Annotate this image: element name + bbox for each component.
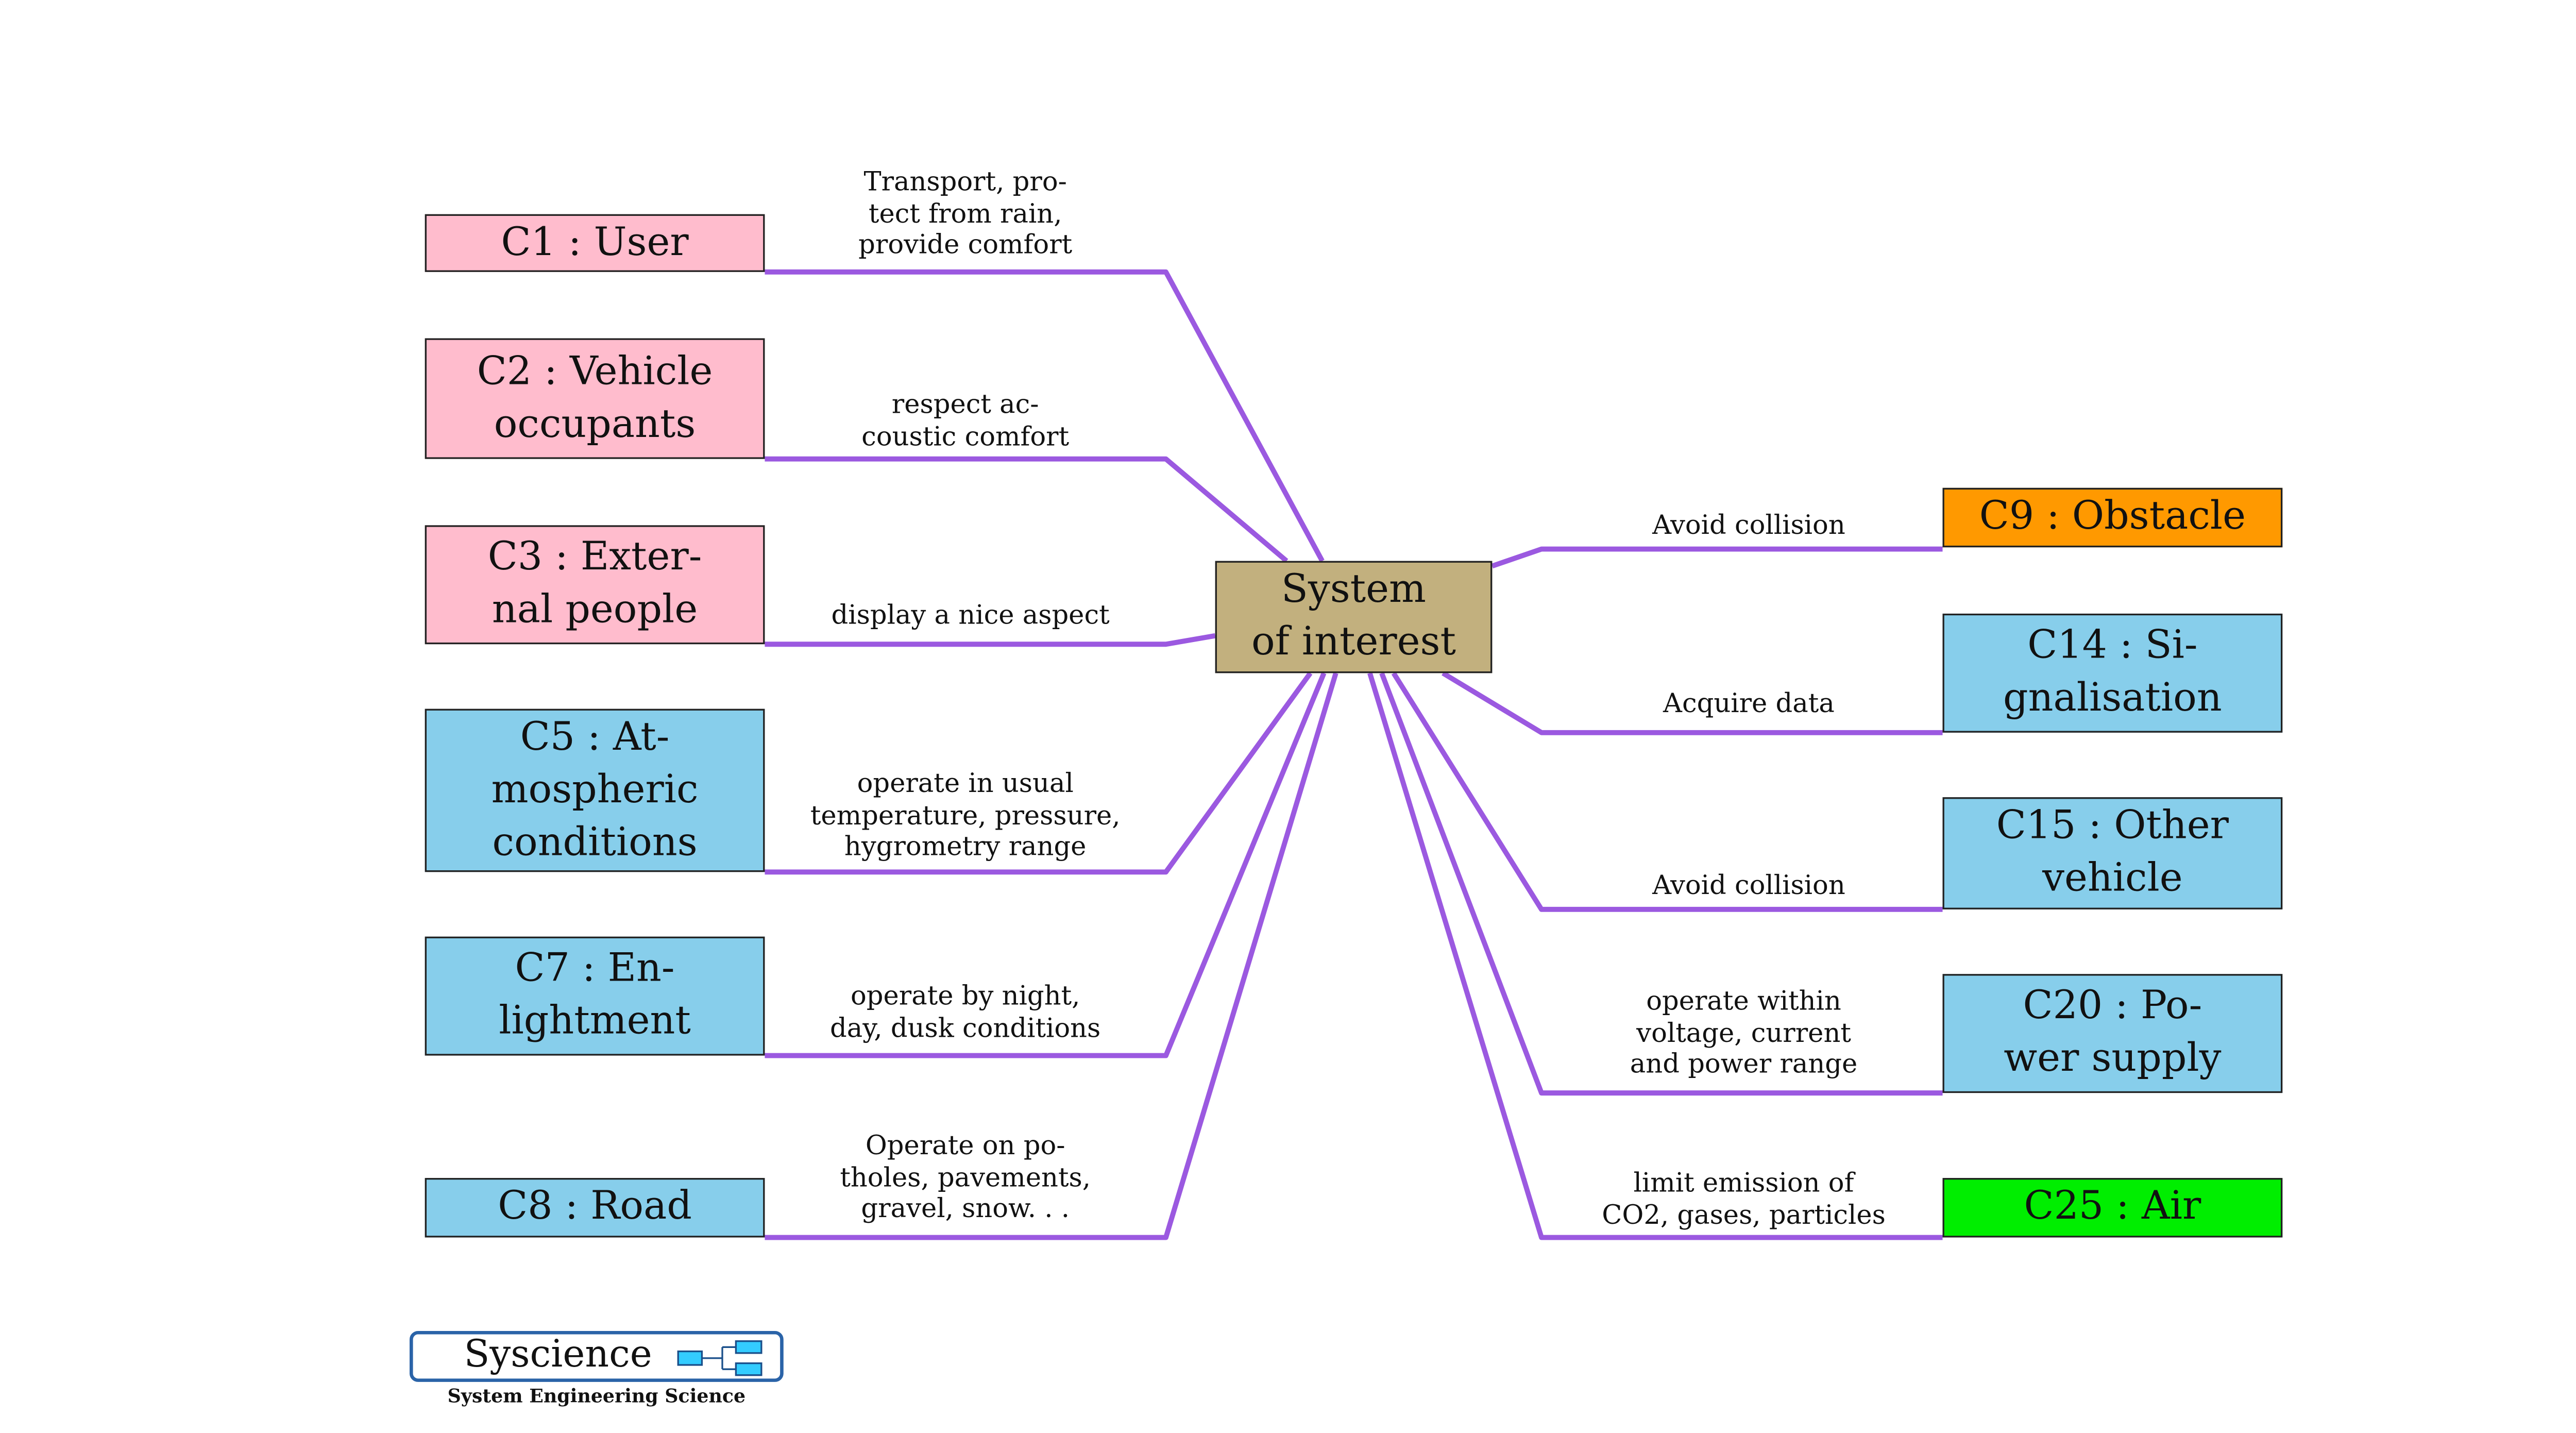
interaction-label-c5-line: hygrometry range: [844, 831, 1087, 862]
node-c3-label-line: nal people: [492, 588, 698, 633]
node-c7-label: C7 : En-lightment: [499, 943, 691, 1049]
interaction-label-c15: Avoid collision: [1545, 870, 1953, 902]
node-c9-label-line: C9 : Obstacle: [1979, 494, 2246, 539]
node-c20: C20 : Po-wer supply: [1942, 974, 2283, 1093]
interaction-label-c5-line: temperature, pressure,: [810, 800, 1121, 831]
interaction-label-c8: Operate on po-tholes, pavements,gravel, …: [761, 1131, 1170, 1225]
node-c20-label: C20 : Po-wer supply: [2004, 981, 2221, 1086]
connector-c9: [1491, 546, 1943, 569]
node-c2: C2 : Vehicle occupants: [425, 338, 765, 459]
interaction-label-c7-line: operate by night,: [850, 981, 1080, 1011]
node-c3-label: C3 : Exter-nal people: [488, 532, 702, 638]
connector-c5: [765, 671, 1313, 875]
interaction-label-c8-line: tholes, pavements,: [840, 1161, 1091, 1193]
interaction-label-c14-line: Acquire data: [1663, 688, 1835, 719]
node-c8: C8 : Road: [425, 1178, 765, 1238]
interaction-label-c14: Acquire data: [1545, 688, 1953, 720]
interaction-label-c7: operate by night,day, dusk conditions: [761, 981, 1170, 1043]
logo-name: Syscience: [464, 1334, 652, 1377]
interaction-label-c15-line: Avoid collision: [1652, 870, 1845, 901]
logo-tagline: System Engineering Science: [447, 1385, 746, 1408]
connector-c15: [1391, 671, 1943, 912]
node-c5-label-line: C5 : At-: [520, 715, 670, 759]
center-label-line: System: [1281, 567, 1427, 612]
node-c14-label: C14 : Si-gnalisation: [2003, 620, 2222, 726]
node-c14: C14 : Si-gnalisation: [1942, 613, 2283, 733]
node-c7-label-line: lightment: [499, 999, 691, 1044]
connector-c2: [765, 456, 1289, 563]
node-c3: C3 : Exter-nal people: [425, 525, 765, 645]
node-c9-label: C9 : Obstacle: [1979, 491, 2246, 544]
interaction-label-c2-line: respect ac-: [891, 389, 1039, 420]
node-c1: C1 : User: [425, 214, 765, 272]
node-c2-label: C2 : Vehicle occupants: [477, 346, 713, 451]
node-c5: C5 : At-mospheric conditions: [425, 709, 765, 872]
node-c8-label: C8 : Road: [498, 1182, 692, 1234]
node-c15: C15 : Other vehicle: [1942, 797, 2283, 909]
interaction-label-c9: Avoid collision: [1545, 510, 1953, 542]
node-c20-label-line: C20 : Po-: [2023, 984, 2202, 1029]
interaction-label-c2: respect ac-coustic comfort: [761, 389, 1170, 452]
node-c8-label-line: C8 : Road: [498, 1185, 692, 1229]
interaction-label-c25-line: CO2, gases, particles: [1602, 1199, 1886, 1230]
system-of-interest-label: System of interest: [1251, 564, 1456, 670]
node-c7-label-line: C7 : En-: [515, 947, 675, 991]
interaction-label-c3: display a nice aspect: [767, 600, 1175, 631]
interaction-label-c20-line: operate within: [1646, 986, 1841, 1017]
connector-c7: [765, 672, 1327, 1058]
interaction-label-c1-line: provide comfort: [858, 229, 1073, 260]
interaction-label-c2-line: coustic comfort: [861, 420, 1070, 451]
node-c15-label-line: vehicle: [2042, 856, 2183, 901]
interaction-label-c5-line: operate in usual: [857, 768, 1074, 799]
interaction-label-c7-line: day, dusk conditions: [830, 1012, 1101, 1043]
node-c5-label-line: conditions: [492, 820, 698, 865]
connector-c3: [765, 633, 1216, 647]
interaction-label-c1: Transport, pro-tect from rain,provide co…: [761, 166, 1170, 261]
node-c15-label-line: C15 : Other: [1996, 804, 2229, 849]
node-c7: C7 : En-lightment: [425, 936, 765, 1056]
node-c25-label-line: C25 : Air: [2024, 1185, 2201, 1229]
node-c3-label-line: C3 : Exter-: [487, 535, 702, 580]
node-c14-label-line: C14 : Si-: [2027, 623, 2198, 668]
block-diagram-icon: [677, 1340, 762, 1376]
node-c9: C9 : Obstacle: [1942, 487, 2283, 548]
interaction-label-c3-line: display a nice aspect: [831, 600, 1110, 631]
node-c15-label: C15 : Other vehicle: [1996, 801, 2229, 906]
node-c2-label-line: occupants: [494, 402, 696, 446]
connector-c1: [765, 269, 1325, 562]
syscience-logo: Syscience: [410, 1330, 784, 1382]
connector-c8: [765, 672, 1338, 1240]
connector-c20: [1379, 672, 1943, 1096]
node-c1-label-line: C1 : User: [501, 220, 689, 264]
node-c25-label: C25 : Air: [2024, 1182, 2201, 1234]
interaction-label-c9-line: Avoid collision: [1652, 510, 1845, 541]
connector-c14: [1442, 671, 1943, 735]
connector-c25: [1367, 672, 1943, 1240]
node-c5-label: C5 : At-mospheric conditions: [492, 712, 699, 870]
node-c1-label: C1 : User: [501, 217, 688, 269]
interaction-label-c1-line: Transport, pro-: [863, 166, 1067, 197]
interaction-label-c20-line: and power range: [1630, 1049, 1858, 1080]
interaction-label-c1-line: tect from rain,: [868, 198, 1062, 229]
interaction-label-c20-line: voltage, current: [1636, 1017, 1851, 1048]
node-c20-label-line: wer supply: [2004, 1037, 2222, 1082]
system-of-interest-node: System of interest: [1215, 561, 1493, 673]
interaction-label-c8-line: Operate on po-: [865, 1130, 1065, 1161]
node-c5-label-line: mospheric: [491, 767, 699, 812]
center-label-line: of interest: [1251, 620, 1456, 665]
node-c25: C25 : Air: [1942, 1178, 2283, 1238]
node-c2-label-line: C2 : Vehicle: [477, 349, 713, 394]
node-c14-label-line: gnalisation: [2003, 676, 2222, 721]
interaction-label-c25-line: limit emission of: [1633, 1168, 1854, 1199]
interaction-label-c8-line: gravel, snow. . .: [861, 1193, 1070, 1224]
